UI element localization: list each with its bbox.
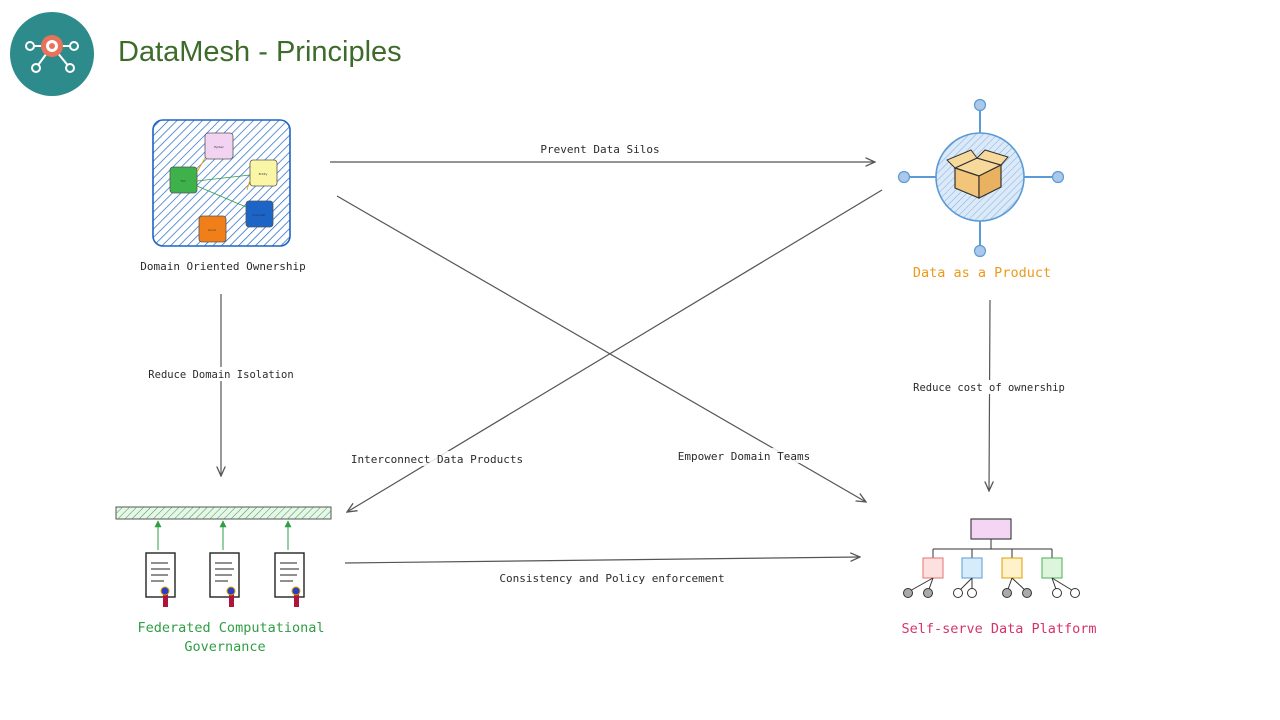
edge-label-empower: Empower Domain Teams	[678, 450, 810, 463]
box-product-icon	[946, 149, 1009, 199]
domain-box-orange	[198, 215, 227, 243]
domain-box-blue	[245, 200, 274, 228]
domain-box-green	[169, 166, 198, 194]
domain-ownership-label: Domain Oriented Ownership	[140, 260, 306, 273]
org-root-box	[970, 518, 1012, 540]
edge-label-prevent-silos: Prevent Data Silos	[540, 143, 659, 156]
governance-label-line2: Governance	[184, 639, 265, 655]
domain-box-label: Ep​iSer	[214, 145, 224, 149]
domain-box-pink	[204, 132, 234, 160]
domain-box-label: Tim	[179, 179, 186, 183]
policy-document-icon	[145, 552, 176, 607]
edge-label-reduce-isolation: Reduce Domain Isolation	[148, 369, 293, 381]
edge-reduce-cost	[989, 299, 990, 491]
edge-consistency	[344, 557, 860, 564]
edges	[221, 162, 990, 564]
org-child-box	[1001, 557, 1023, 579]
data-product-node: Data as a Product	[897, 98, 1065, 281]
policy-document-icon	[209, 552, 240, 607]
hub-node	[973, 98, 987, 112]
self-serve-platform-node: Self-serve Data Platform	[901, 518, 1097, 637]
org-child-box	[1041, 557, 1063, 579]
data-product-label: Data as a Product	[913, 265, 1051, 281]
hub-node	[973, 244, 987, 258]
domain-box-yellow	[249, 159, 278, 187]
domain-ownership-node: Ep​iSer Tim Entity Forecast Accol Domain…	[140, 119, 306, 273]
hub-node	[897, 170, 911, 184]
edge-label-reduce-cost: Reduce cost of ownership	[913, 382, 1065, 394]
governance-label-line1: Federated Computational	[138, 620, 325, 636]
page-title: DataMesh - Principles	[118, 36, 402, 68]
domain-box-label: Accol	[208, 228, 216, 232]
edge-label-consistency: Consistency and Policy enforcement	[499, 572, 724, 585]
datamesh-logo-icon	[10, 12, 94, 96]
domain-box-label: Forecast	[253, 213, 267, 217]
governance-node: Federated Computational Governance	[115, 506, 332, 655]
policy-document-icon	[274, 552, 305, 607]
self-serve-label: Self-serve Data Platform	[901, 621, 1096, 637]
edge-labels: Prevent Data Silos Reduce Domain Isolati…	[148, 141, 1065, 585]
org-child-box	[961, 557, 983, 579]
domain-box-label: Entity	[259, 172, 268, 176]
edge-label-interconnect: Interconnect Data Products	[351, 453, 523, 466]
org-child-box	[922, 557, 944, 579]
hub-node	[1051, 170, 1065, 184]
